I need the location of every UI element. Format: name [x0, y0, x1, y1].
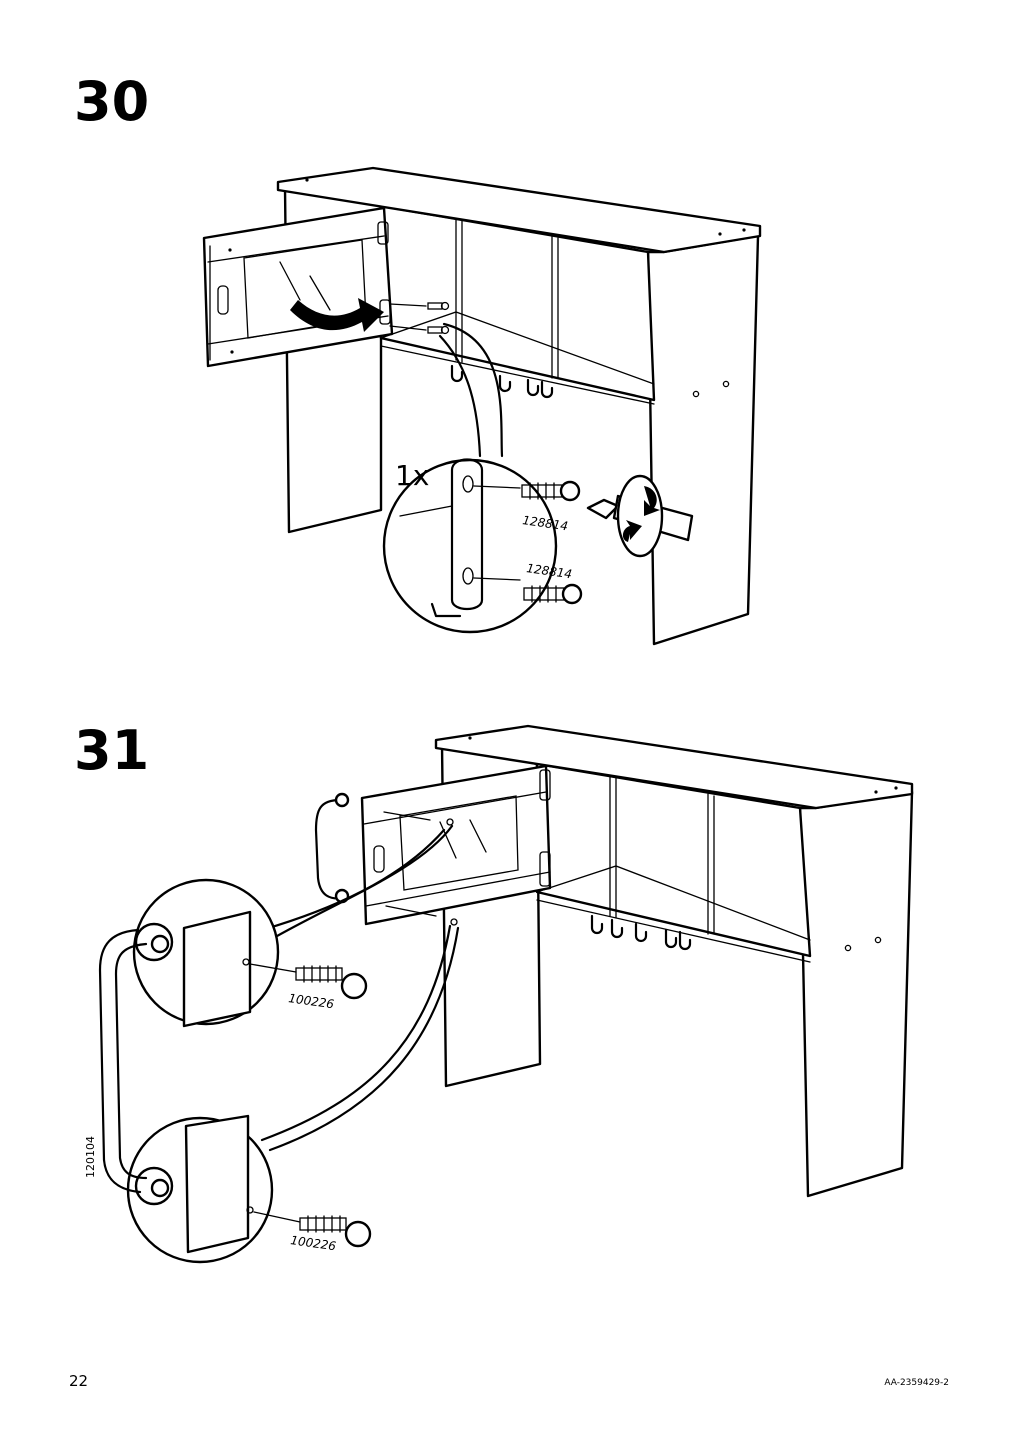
side-code: 120104 — [84, 1136, 97, 1178]
quantity-label: 1x — [395, 459, 429, 492]
step-30-drawing: 128814 128814 1x — [202, 166, 762, 646]
screw-100226 — [299, 1215, 372, 1248]
step-number: 31 — [74, 719, 150, 782]
part-number: 128814 — [522, 513, 569, 533]
detail-hinge — [399, 458, 521, 618]
step-31-drawing: 100226 100226 120104 — [84, 724, 914, 1264]
part-number: 100226 — [288, 991, 336, 1011]
page-number: 22 — [69, 1372, 89, 1390]
screw-100226 — [295, 965, 368, 1000]
document-code: AA-2359429-2 — [884, 1378, 949, 1388]
screw-128814 — [521, 480, 581, 502]
step-number: 30 — [74, 70, 150, 133]
screwdriver-icon — [586, 474, 694, 558]
part-number: 128814 — [526, 561, 573, 581]
part-number: 100226 — [290, 1233, 338, 1253]
screw-128814 — [523, 583, 583, 605]
